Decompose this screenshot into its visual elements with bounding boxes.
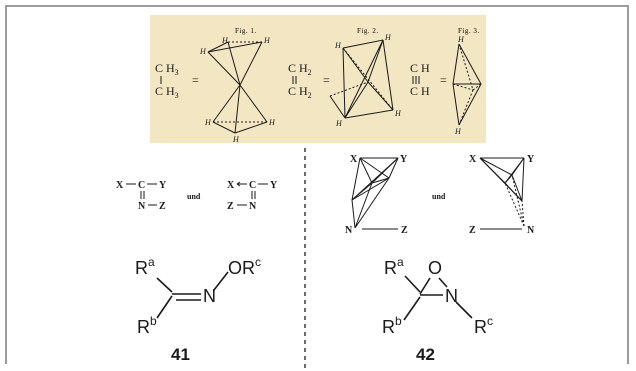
svg-text:=: =	[323, 73, 330, 87]
fig2-title: Fig. 2.	[357, 27, 379, 35]
svg-text:Rb: Rb	[382, 314, 402, 337]
scheme-4: X Y Z N	[469, 154, 535, 236]
svg-text:N: N	[138, 201, 146, 212]
equals-sign: =	[192, 73, 199, 87]
svg-text:Z: Z	[227, 201, 234, 212]
svg-text:N: N	[249, 201, 257, 212]
und-label-left: und	[187, 192, 201, 201]
svg-text:N: N	[445, 286, 458, 306]
svg-text:N: N	[345, 225, 353, 236]
svg-text:H: H	[199, 47, 207, 56]
svg-text:C H3: C H3	[155, 61, 179, 77]
svg-text:C: C	[249, 180, 256, 191]
svg-text:H: H	[232, 135, 240, 144]
ethylene-formula: C H2 C H2 =	[288, 61, 330, 100]
svg-text:X: X	[469, 154, 477, 165]
svg-text:H: H	[384, 33, 392, 42]
svg-text:H: H	[221, 36, 229, 45]
svg-text:H: H	[394, 109, 402, 118]
right-schemes: X Y N Z und	[345, 154, 535, 236]
svg-text:Y: Y	[400, 154, 408, 165]
left-schemes: X C Y N Z und X C Y	[116, 180, 278, 212]
svg-text:Y: Y	[527, 154, 535, 165]
svg-text:Rc: Rc	[474, 314, 493, 337]
ethane-formula: C H3 C H3 =	[155, 61, 199, 100]
fig3-title: Fig. 3.	[458, 27, 480, 35]
und-label-right: und	[432, 192, 446, 201]
scheme-3: X Y N Z	[345, 154, 408, 236]
scheme-1: X C Y N Z	[116, 180, 167, 212]
svg-text:H: H	[204, 118, 212, 127]
compound-number-42: 42	[416, 345, 435, 364]
svg-text:H: H	[457, 35, 465, 44]
svg-text:Ra: Ra	[384, 255, 404, 278]
fig1-title: Fig. 1.	[235, 27, 257, 35]
fig3-bipyramid: Fig. 3. H H	[452, 27, 482, 136]
svg-text:H: H	[268, 118, 276, 127]
svg-text:Y: Y	[159, 180, 167, 191]
scheme-2: X C Y Z N	[227, 180, 278, 212]
svg-text:C H3: C H3	[155, 84, 179, 100]
svg-text:O: O	[428, 258, 442, 278]
compound-number-41: 41	[171, 345, 190, 364]
fig1-tetrahedra: Fig. 1. H H	[199, 27, 276, 144]
historical-figures-panel: C H3 C H3 = Fig. 1.	[150, 15, 486, 144]
svg-text:N: N	[527, 225, 535, 236]
svg-text:N: N	[203, 286, 216, 306]
svg-text:Ra: Ra	[135, 255, 155, 278]
svg-text:H: H	[454, 127, 462, 136]
svg-text:Z: Z	[401, 225, 408, 236]
historical-panel-background	[150, 15, 486, 143]
svg-text:=: =	[440, 73, 447, 87]
svg-text:C H2: C H2	[288, 61, 312, 77]
svg-text:X: X	[116, 180, 124, 191]
acetylene-formula: C H C H =	[410, 61, 447, 98]
svg-text:Rb: Rb	[137, 314, 157, 337]
svg-text:Z: Z	[469, 225, 476, 236]
svg-text:X: X	[350, 154, 358, 165]
oxime-structure-41: Ra Rb N ORc 41	[135, 255, 261, 364]
oxaziridine-structure-42: Ra Rb O N Rc 42	[382, 255, 493, 364]
svg-text:C H: C H	[410, 61, 430, 75]
svg-text:C: C	[138, 180, 145, 191]
svg-text:C H2: C H2	[288, 84, 312, 100]
svg-text:X: X	[227, 180, 235, 191]
svg-text:H: H	[334, 41, 342, 50]
svg-text:H: H	[335, 119, 343, 128]
svg-text:C H: C H	[410, 84, 430, 98]
svg-text:ORc: ORc	[228, 255, 261, 278]
svg-text:Y: Y	[270, 180, 278, 191]
svg-text:Z: Z	[159, 201, 166, 212]
frame-border	[5, 5, 629, 364]
fig2-tetrahedra: Fig. 2. H H	[329, 27, 402, 128]
svg-text:H: H	[263, 36, 271, 45]
